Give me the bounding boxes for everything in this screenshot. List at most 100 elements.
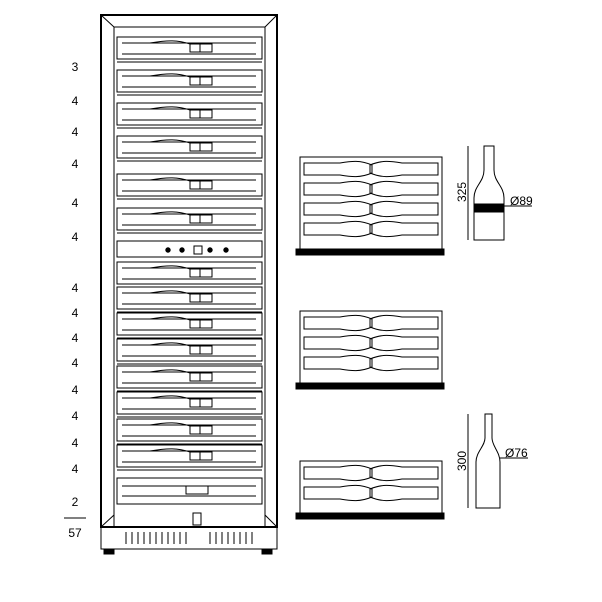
shelf-capacity-3: 4 bbox=[71, 125, 79, 139]
bottle-left bbox=[303, 484, 373, 502]
bottle-left bbox=[303, 334, 373, 352]
shelf-drawer bbox=[116, 207, 263, 231]
bottle-shoulder bbox=[149, 139, 191, 144]
shelf-2 bbox=[116, 69, 263, 96]
bottle-neck bbox=[189, 398, 213, 408]
bottle-large-height-label: 325 bbox=[455, 181, 469, 203]
bottle-shoulder bbox=[149, 177, 191, 182]
shelf-capacity-1: 3 bbox=[71, 60, 79, 74]
shelf-drawer bbox=[116, 173, 263, 197]
bottle-right bbox=[369, 314, 439, 332]
bottle-neck bbox=[189, 43, 213, 53]
control-button-dot bbox=[165, 247, 171, 253]
bottle-right bbox=[369, 334, 439, 352]
bottle-neck bbox=[185, 485, 209, 495]
shelf-capacity-9: 4 bbox=[71, 331, 79, 345]
foot bbox=[103, 548, 115, 555]
bottom-drawer-frame bbox=[116, 477, 263, 505]
control-button-dot bbox=[179, 247, 185, 253]
kick-plate-frame bbox=[100, 526, 278, 550]
shelf-drawer bbox=[116, 418, 263, 442]
shelf-8 bbox=[116, 286, 263, 313]
shelf-drawer bbox=[116, 261, 263, 285]
shelf-base bbox=[295, 512, 445, 520]
bottle-left bbox=[303, 354, 373, 372]
control-button-dot bbox=[223, 247, 229, 253]
cabinet-corner-bl bbox=[100, 514, 115, 528]
shelf-14 bbox=[116, 444, 263, 471]
shelf-1 bbox=[116, 36, 263, 63]
shelf-capacity-8: 4 bbox=[71, 306, 79, 320]
shelf-side-view-top bbox=[295, 156, 445, 256]
cabinet-corner-tl bbox=[100, 14, 115, 28]
bottle-neck bbox=[189, 109, 213, 119]
bottle-right bbox=[369, 464, 439, 482]
bottle-neck bbox=[189, 319, 213, 329]
shelf-drawer bbox=[116, 135, 263, 159]
bottle-left bbox=[303, 464, 373, 482]
shelf-capacity-7: 4 bbox=[71, 281, 79, 295]
shelf-3 bbox=[116, 102, 263, 129]
temperature-display bbox=[193, 245, 203, 255]
bottle-large-diameter-label: Ø89 bbox=[510, 194, 533, 208]
shelf-5 bbox=[116, 173, 263, 200]
bottle-left bbox=[303, 180, 373, 198]
bottle-right bbox=[369, 200, 439, 218]
bottle-large bbox=[467, 145, 532, 241]
bottle-neck bbox=[189, 345, 213, 355]
shelf-10 bbox=[116, 338, 263, 365]
shelf-capacity-2: 4 bbox=[71, 94, 79, 108]
shelf-4 bbox=[116, 135, 263, 162]
total-capacity: 57 bbox=[68, 526, 82, 540]
shelf-capacity-14: 4 bbox=[71, 462, 79, 476]
shelf-capacity-4: 4 bbox=[71, 157, 79, 171]
lock bbox=[192, 512, 202, 526]
bottle-shoulder bbox=[149, 73, 191, 78]
bottle-shoulder bbox=[149, 40, 191, 45]
bottle-right bbox=[369, 220, 439, 238]
bottle-small-diameter-label: Ø76 bbox=[505, 446, 528, 460]
bottle-small-outline bbox=[475, 413, 501, 509]
bottle-neck bbox=[189, 142, 213, 152]
bottle-right bbox=[369, 354, 439, 372]
bottom-drawer bbox=[116, 477, 263, 505]
bottle-shoulder bbox=[149, 211, 191, 216]
control-panel-strip bbox=[116, 240, 263, 258]
bottle-shoulder bbox=[149, 448, 191, 453]
shelf-capacity-10: 4 bbox=[71, 356, 79, 370]
shelf-11 bbox=[116, 365, 263, 392]
shelf-drawer bbox=[116, 286, 263, 310]
bottle-shoulder bbox=[149, 106, 191, 111]
shelf-capacity-12: 4 bbox=[71, 409, 79, 423]
shelf-capacity-6: 4 bbox=[71, 230, 79, 244]
bottle-neck bbox=[189, 372, 213, 382]
shelf-6 bbox=[116, 207, 263, 234]
bottle-shoulder bbox=[149, 342, 191, 347]
shelf-drawer bbox=[116, 338, 263, 362]
bottle-neck bbox=[189, 214, 213, 224]
bottle-left bbox=[303, 314, 373, 332]
shelf-drawer bbox=[116, 36, 263, 60]
shelf-drawer bbox=[116, 312, 263, 336]
cabinet-corner-br bbox=[264, 514, 278, 528]
cabinet-corner-tr bbox=[264, 14, 278, 28]
bottle-right bbox=[369, 484, 439, 502]
control-button-dot bbox=[207, 247, 213, 253]
bottle-shoulder bbox=[149, 422, 191, 427]
bottle-neck bbox=[189, 268, 213, 278]
foot bbox=[261, 548, 273, 555]
shelf-base bbox=[295, 248, 445, 256]
shelf-drawer bbox=[116, 444, 263, 468]
bottle-small bbox=[467, 413, 528, 509]
shelf-drawer bbox=[116, 102, 263, 126]
bottle-neck bbox=[189, 425, 213, 435]
bottle-left bbox=[303, 220, 373, 238]
shelf-drawer bbox=[116, 391, 263, 415]
bottle-neck bbox=[189, 451, 213, 461]
bottle-right bbox=[369, 160, 439, 178]
shelf-capacity-15: 2 bbox=[71, 495, 79, 509]
shelf-capacity-11: 4 bbox=[71, 383, 79, 397]
shelf-capacity-5: 4 bbox=[71, 196, 79, 210]
bottle-shoulder bbox=[149, 290, 191, 295]
